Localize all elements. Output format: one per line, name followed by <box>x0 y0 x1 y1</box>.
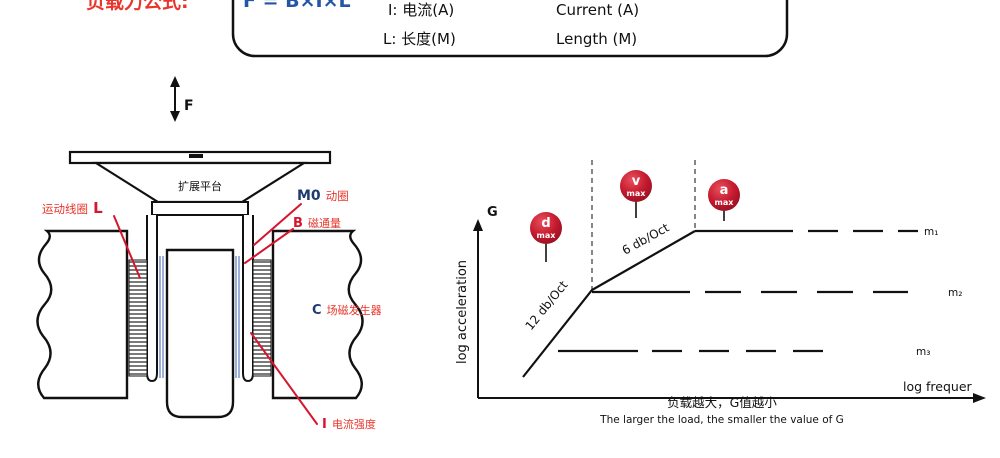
m0-label: M0 动圈 <box>297 185 349 204</box>
current-label: I 电流强度 <box>322 413 376 432</box>
graph-caption-cn: 负载越大，G值越小 <box>667 395 777 410</box>
center-pole <box>165 248 235 419</box>
flux-label: B 磁通量 <box>293 212 341 231</box>
leader-line-current <box>250 332 318 425</box>
amax-badge-circle <box>708 179 740 211</box>
force-arrow-down-icon <box>170 111 180 122</box>
y-axis-title: log acceleration <box>455 260 470 364</box>
m1-label: m₁ <box>924 226 938 238</box>
leader-line-m0 <box>253 203 302 246</box>
dmax-sub: max <box>537 231 557 240</box>
x-axis-arrow-icon <box>973 393 986 403</box>
force-label: F <box>184 98 194 114</box>
vmax-badge-circle <box>620 170 652 202</box>
formula-box: 负载力公式: F = B×I×L I: 电流(A) Current (A) L:… <box>86 0 789 58</box>
formula-text-clipped: F = B×I×L <box>243 0 351 12</box>
vmax-letter: v <box>632 174 641 189</box>
formula-row1-en: Current (A) <box>556 1 639 19</box>
dmax-badge-circle <box>530 212 562 244</box>
right-field-magnet <box>271 229 364 400</box>
vmax-sub: max <box>627 189 647 198</box>
coil-former-right-leg <box>242 215 254 383</box>
amax-sub: max <box>715 198 735 207</box>
coil-former-left-leg <box>146 215 158 383</box>
moving-coil-label: 运动线圈 L <box>42 198 103 217</box>
y-axis-arrow-icon <box>473 219 483 231</box>
field-magnet-label: C 场磁发生器 <box>312 299 382 318</box>
dmax-letter: d <box>541 216 550 231</box>
m3-label: m₃ <box>916 346 930 358</box>
slope-6db-label: 6 db/Oct <box>620 220 672 257</box>
shaker-diagram: F 扩展平台 运动线圈 L <box>36 76 382 432</box>
x-axis-title: log frequer <box>903 379 973 394</box>
response-curve <box>522 230 696 378</box>
m2-label: m₂ <box>948 287 962 299</box>
spacer-plate <box>151 201 249 216</box>
leader-line-flux <box>244 228 294 264</box>
performance-graph: G log acceleration log frequer m₁ m₂ m₃ … <box>455 160 986 426</box>
y-axis-symbol: G <box>487 205 498 220</box>
force-arrow-up-icon <box>170 76 180 87</box>
dmax-badge: d max <box>530 212 562 262</box>
right-coil-winding <box>252 259 272 377</box>
formula-title-clipped: 负载力公式: <box>86 0 189 13</box>
graph-caption-en: The larger the load, the smaller the val… <box>599 414 844 426</box>
leader-line-moving-coil <box>113 215 141 279</box>
formula-row2-en: Length (M) <box>556 30 637 48</box>
formula-box-border <box>231 0 789 58</box>
left-field-magnet <box>36 229 129 400</box>
vmax-badge: v max <box>620 170 652 218</box>
left-coil-winding <box>128 259 148 377</box>
mounting-mark <box>189 154 203 158</box>
formula-row1-cn: I: 电流(A) <box>388 1 454 19</box>
amax-badge: a max <box>708 179 740 221</box>
amax-letter: a <box>720 183 729 198</box>
formula-row2-cn: L: 长度(M) <box>383 30 456 48</box>
expansion-platform-label: 扩展平台 <box>178 179 222 193</box>
